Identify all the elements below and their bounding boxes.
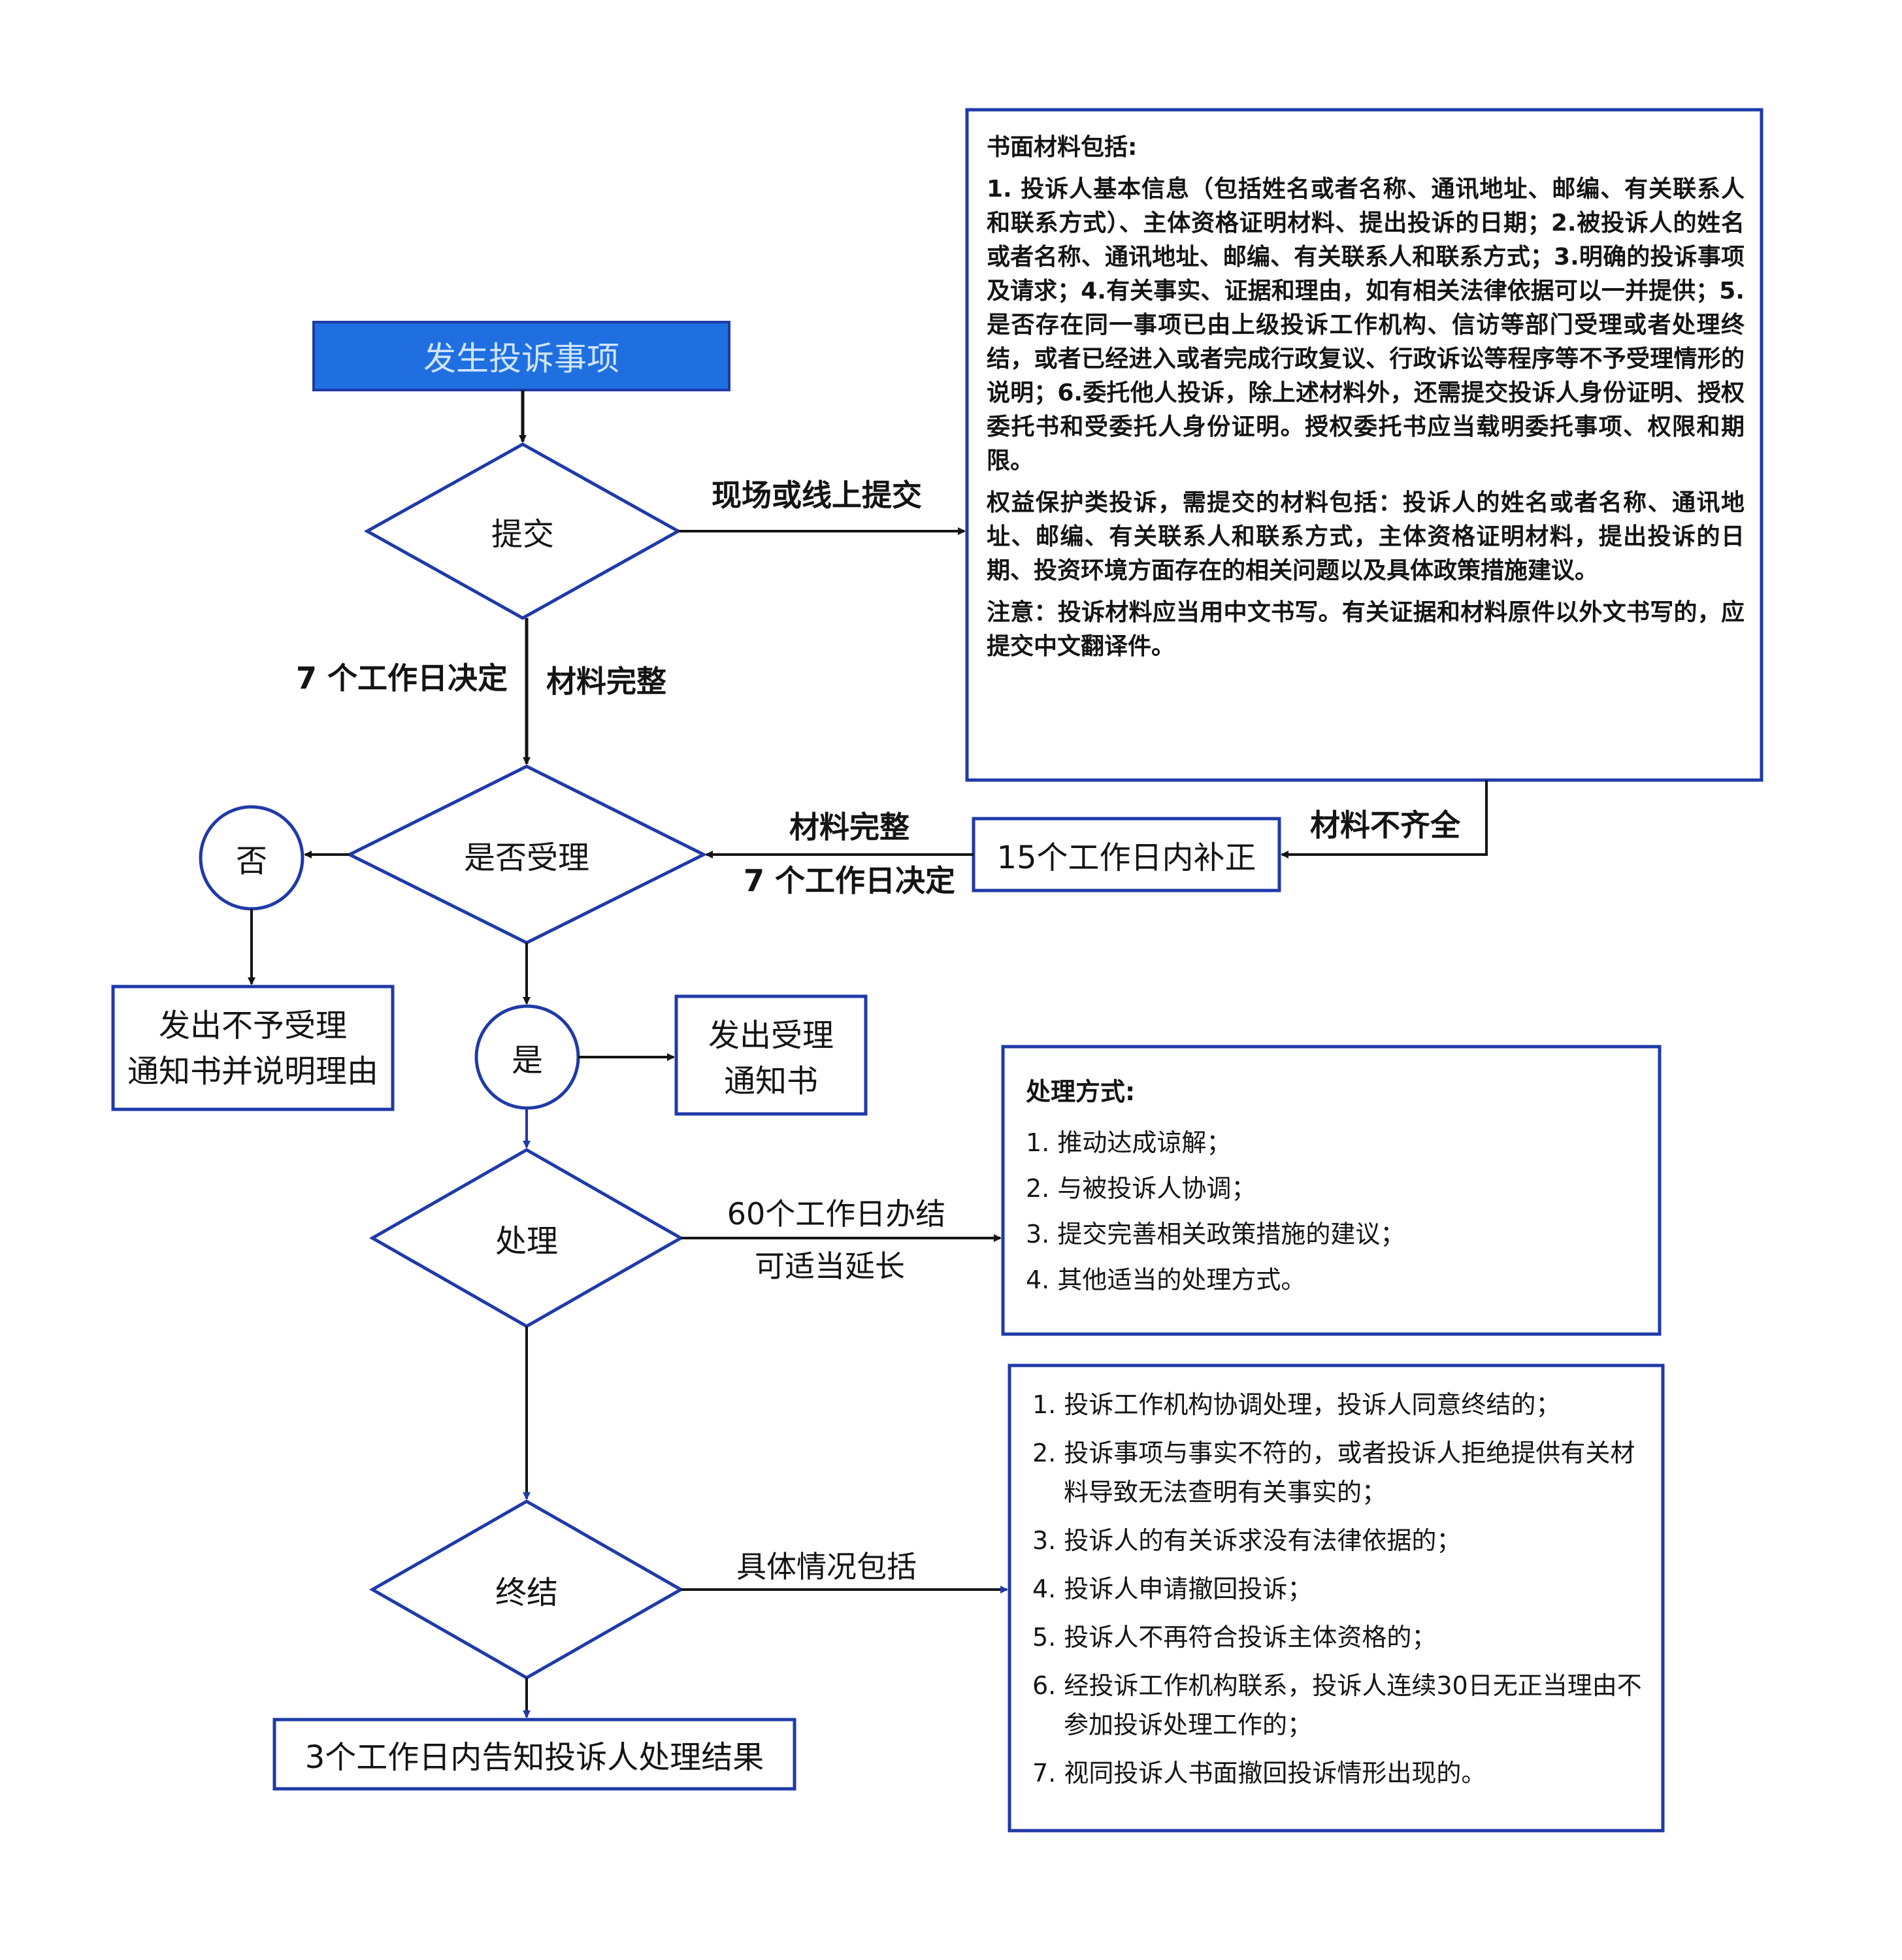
conclude-case-item: 5. 投诉人不再符合投诉主体资格的； <box>1032 1623 1437 1652</box>
materials-paragraph-2: 权益保护类投诉，需提交的材料包括：投诉人的姓名或者名称、通讯地址、邮编、有关联系… <box>987 489 1745 584</box>
reject-notice-box <box>111 985 395 1111</box>
conclude-case-item: 7. 视同投诉人书面撤回投诉情形出现的。 <box>1032 1759 1486 1788</box>
start-node <box>312 321 730 391</box>
yes-label: 是 <box>511 1042 543 1079</box>
methods-item: 2. 与被投诉人协调； <box>1026 1174 1256 1203</box>
arrow-materials-correct <box>1281 780 1488 858</box>
conclude-case-item: 2. 投诉事项与事实不符的，或者投诉人拒绝提供有关材料导致无法查明有关事实的； <box>1032 1439 1635 1507</box>
accept-label: 是否受理 <box>463 840 589 876</box>
materials-title: 书面材料包括: <box>987 134 1138 161</box>
submit-diamond <box>363 442 682 620</box>
reject-notice-line2: 通知书并说明理由 <box>127 1053 378 1090</box>
decide-7days-2-label: 7 个工作日决定 <box>743 863 956 898</box>
process-60days-label: 60个工作日办结 <box>727 1196 946 1232</box>
conclude-box-frame <box>1008 1364 1665 1833</box>
correct-label: 15个工作日内补正 <box>996 840 1256 876</box>
extend-label: 可适当延长 <box>755 1249 905 1284</box>
methods-item: 1. 推动达成谅解； <box>1026 1128 1232 1157</box>
complete-label: 材料完整 <box>546 664 666 699</box>
complete2-label: 材料完整 <box>789 809 910 845</box>
accept-notice-box <box>674 994 868 1116</box>
result-label: 3个工作日内告知投诉人处理结果 <box>304 1739 764 1776</box>
reject-notice-line1: 发出不予受理 <box>158 1007 347 1044</box>
materials-note: 注意：投诉材料应当用中文书写。有关证据和材料原件以外文书写的，应提交中文翻译件。 <box>987 599 1745 660</box>
methods-title: 处理方式: <box>1026 1077 1136 1106</box>
conclude-label: 终结 <box>495 1575 558 1611</box>
process-label: 处理 <box>495 1223 558 1260</box>
methods-box: 处理方式: 1. 推动达成谅解； 2. 与被投诉人协调； 3. 提交完善相关政策… <box>1026 1071 1647 1326</box>
start-node-label: 发生投诉事项 <box>423 340 619 378</box>
materials-paragraph-1: 1. 投诉人基本信息（包括姓名或者名称、通讯地址、邮编、有关联系人和联系方式）、… <box>987 176 1745 474</box>
materials-box: 书面材料包括: 1. 投诉人基本信息（包括姓名或者名称、通讯地址、邮编、有关联系… <box>987 131 1745 771</box>
submit-label: 提交 <box>491 516 554 553</box>
incomplete-label: 材料不齐全 <box>1310 808 1460 843</box>
methods-item: 3. 提交完善相关政策措施的建议； <box>1026 1220 1405 1249</box>
conclude-case-item: 6. 经投诉工作机构联系，投诉人连续30日无正当理由不参加投诉处理工作的； <box>1032 1671 1642 1739</box>
methods-item: 4. 其他适当的处理方式。 <box>1026 1266 1306 1294</box>
result-box <box>272 1718 796 1791</box>
conclude-case-item: 4. 投诉人申请撤回投诉； <box>1032 1575 1313 1603</box>
methods-box-frame <box>1001 1045 1662 1336</box>
accept-notice-line1: 发出受理 <box>708 1017 834 1054</box>
decide-7days-label: 7 个工作日决定 <box>295 661 508 696</box>
submit-method-label: 现场或线上提交 <box>712 478 922 513</box>
conclude-cases-box: 1. 投诉工作机构协调处理，投诉人同意终结的； 2. 投诉事项与事实不符的，或者… <box>1032 1385 1647 1823</box>
conclude-case-item: 3. 投诉人的有关诉求没有法律依据的； <box>1032 1526 1462 1555</box>
materials-box-frame <box>965 108 1763 782</box>
correct-box <box>972 817 1281 892</box>
accept-notice-line2: 通知书 <box>723 1063 818 1100</box>
conclude-cases-label: 具体情况包括 <box>736 1549 917 1584</box>
conclude-case-item: 1. 投诉工作机构协调处理，投诉人同意终结的； <box>1032 1390 1561 1419</box>
no-label: 否 <box>235 843 267 879</box>
